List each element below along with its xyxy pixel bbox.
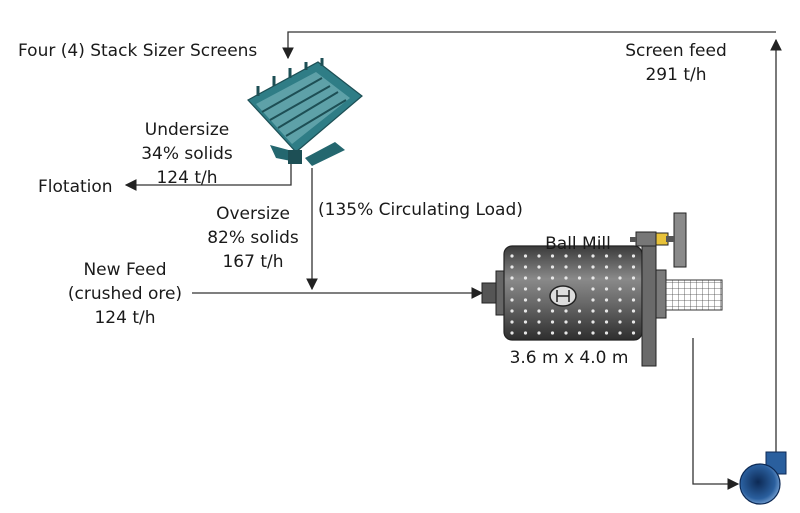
mill-perforation [618, 254, 622, 258]
mill-perforation [510, 331, 514, 335]
mill-perforation [591, 298, 595, 302]
mill-perforation [510, 265, 514, 269]
mill-perforation [631, 309, 636, 313]
mill-perforation [618, 331, 622, 335]
new-feed-label: New Feed [83, 260, 166, 280]
slurry-pump-icon [739, 451, 787, 505]
mill-perforation [564, 320, 568, 324]
mill-perforation [510, 254, 514, 258]
mill-perforation [591, 265, 595, 269]
mill-perforation [618, 287, 622, 291]
stack-sizer-screens-icon [247, 58, 363, 166]
mill-perforation [577, 276, 582, 280]
mill-perforation [510, 287, 514, 291]
flotation-label: Flotation [38, 177, 113, 197]
mill-perforation [631, 287, 636, 291]
mill-perforation [631, 265, 636, 269]
mill-perforation [510, 298, 514, 302]
mill-perforation [577, 309, 582, 313]
mill-discharge-line [692, 338, 740, 490]
oversize-label: Oversize [216, 204, 290, 224]
undersize-solids: 34% solids [141, 144, 233, 164]
mill-perforation [537, 309, 541, 313]
mill-perforation [523, 298, 528, 302]
mill-perforation [631, 320, 636, 324]
undersize-label: Undersize [145, 120, 229, 140]
oversize-solids: 82% solids [207, 228, 299, 248]
mill-perforation [523, 309, 528, 313]
mill-perforation [631, 254, 636, 258]
mill-perforation [577, 265, 582, 269]
new-feed-desc: (crushed ore) [68, 284, 182, 304]
mill-perforation [618, 276, 622, 280]
mill-perforation [550, 331, 555, 335]
mill-perforation [564, 265, 568, 269]
mill-perforation [523, 254, 528, 258]
screens-label: Four (4) Stack Sizer Screens [18, 41, 257, 61]
mill-perforation [618, 298, 622, 302]
mill-perforation [604, 298, 609, 302]
mill-perforation [510, 276, 514, 280]
mill-perforation [631, 276, 636, 280]
mill-perforation [577, 254, 582, 258]
top-return-line [282, 31, 776, 60]
mill-perforation [604, 276, 609, 280]
mill-perforation [523, 276, 528, 280]
mill-perforation [591, 320, 595, 324]
mill-perforation [537, 298, 541, 302]
screen-feed-label: Screen feed [625, 41, 727, 61]
mill-perforation [591, 331, 595, 335]
mill-perforation [631, 331, 636, 335]
mill-perforation [537, 254, 541, 258]
mill-perforation [510, 320, 514, 324]
mill-perforation [604, 309, 609, 313]
new-feed-rate: 124 t/h [94, 308, 155, 328]
mill-perforation [577, 320, 582, 324]
mill-perforation [604, 265, 609, 269]
mill-perforation [604, 287, 609, 291]
screen-feed-rate: 291 t/h [645, 65, 706, 85]
mill-perforation [618, 265, 622, 269]
mill-perforation [523, 287, 528, 291]
mill-perforation [591, 287, 595, 291]
mill-perforation [550, 265, 555, 269]
undersize-rate: 124 t/h [156, 168, 217, 188]
mill-perforation [564, 309, 568, 313]
mill-perforation [523, 331, 528, 335]
ball-mill-label: Ball Mill [545, 234, 611, 254]
undersize-line [124, 163, 292, 191]
mill-perforation [604, 331, 609, 335]
mill-perforation [564, 254, 568, 258]
mill-perforation [510, 309, 514, 313]
mill-perforation [604, 254, 609, 258]
mill-perforation [550, 276, 555, 280]
mill-perforation [537, 331, 541, 335]
mill-perforation [550, 320, 555, 324]
mill-perforation [523, 265, 528, 269]
mill-perforation [591, 276, 595, 280]
mill-perforation [550, 254, 555, 258]
mill-perforation [550, 309, 555, 313]
mill-perforation [523, 320, 528, 324]
mill-perforation [537, 265, 541, 269]
oversize-rate: 167 t/h [222, 252, 283, 272]
mill-size-label: 3.6 m x 4.0 m [510, 348, 629, 368]
mill-perforation [564, 331, 568, 335]
mill-perforation [537, 287, 541, 291]
mill-perforation [537, 320, 541, 324]
mill-perforation [564, 276, 568, 280]
mill-perforation [577, 331, 582, 335]
mill-perforation [591, 309, 595, 313]
mill-perforation [591, 254, 595, 258]
mill-perforation [618, 309, 622, 313]
ball-mill-icon [481, 212, 723, 367]
mill-perforation [631, 298, 636, 302]
mill-perforation [604, 320, 609, 324]
mill-perforation [618, 320, 622, 324]
mill-perforation [537, 276, 541, 280]
circulating-load-label: (135% Circulating Load) [318, 200, 523, 220]
